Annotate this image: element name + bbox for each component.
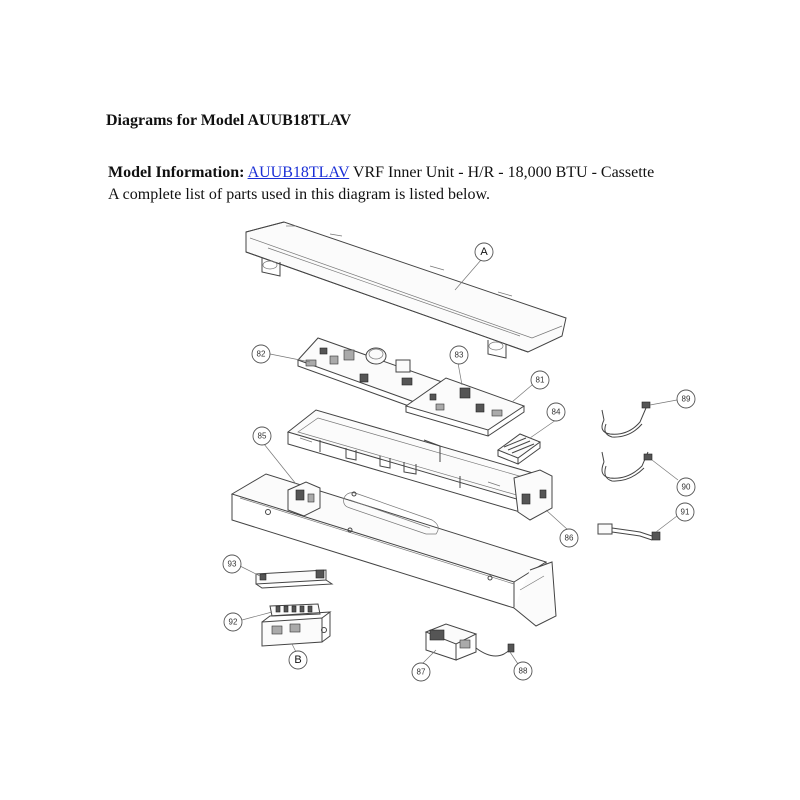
svg-text:A: A [480, 246, 488, 258]
callout-88: 88 [513, 661, 533, 681]
leader-88 [509, 651, 519, 665]
parts-list-note: A complete list of parts used in this di… [108, 186, 491, 203]
part-86-inner-frame [286, 409, 553, 521]
part-85-housing [230, 473, 557, 627]
callout-83: 83 [449, 345, 469, 365]
svg-text:93: 93 [228, 560, 237, 569]
leader-87 [421, 649, 437, 665]
part-b-box [261, 611, 332, 647]
svg-text:86: 86 [565, 534, 574, 543]
part-88-lead-wire [475, 643, 515, 657]
svg-text:82: 82 [257, 350, 266, 359]
callout-90: 90 [676, 477, 696, 497]
part-89-sensor [601, 401, 651, 438]
leader-93 [239, 565, 261, 577]
callout-92: 92 [223, 612, 243, 632]
leader-b [291, 643, 297, 653]
callout-b: B [288, 650, 308, 670]
callout-87: 87 [411, 662, 431, 682]
svg-text:83: 83 [455, 351, 464, 360]
part-a-cover [245, 221, 567, 359]
part-81-sub-pcb [404, 377, 526, 437]
leader-83 [457, 362, 463, 386]
callout-81: 81 [530, 370, 550, 390]
svg-text:84: 84 [552, 408, 561, 417]
part-87-connector [424, 623, 478, 661]
leader-81 [511, 384, 533, 403]
svg-text:92: 92 [229, 618, 238, 627]
leader-82 [269, 353, 311, 363]
part-93-plate [255, 569, 334, 589]
leader-91 [655, 515, 678, 533]
svg-text:87: 87 [417, 668, 426, 677]
page-title: Diagrams for Model AUUB18TLAV [106, 112, 352, 129]
callout-86: 86 [559, 528, 579, 548]
model-link[interactable]: AUUB18TLAV [247, 164, 350, 181]
svg-text:91: 91 [681, 508, 690, 517]
callout-89: 89 [676, 389, 696, 409]
model-info-line: Model Information: AUUB18TLAV VRF Inner … [108, 162, 654, 184]
part-84-terminal-block [496, 433, 542, 465]
svg-text:81: 81 [536, 376, 545, 385]
svg-text:B: B [294, 654, 301, 666]
callout-91: 91 [675, 502, 695, 522]
leader-89 [649, 399, 678, 406]
callout-82: 82 [251, 344, 271, 364]
callout-85: 85 [252, 426, 272, 446]
callout-93: 93 [222, 554, 242, 574]
leader-85 [263, 443, 297, 485]
svg-text:88: 88 [519, 667, 528, 676]
svg-text:89: 89 [682, 395, 691, 404]
leader-a [454, 259, 482, 291]
svg-text:85: 85 [258, 432, 267, 441]
part-90-sensor [601, 451, 653, 482]
model-information: Model Information: AUUB18TLAV VRF Inner … [108, 162, 654, 206]
part-91-wire-harness [597, 523, 661, 541]
leader-86 [545, 509, 569, 531]
svg-text:90: 90 [682, 483, 691, 492]
leader-84 [529, 419, 557, 439]
callout-84: 84 [546, 402, 566, 422]
model-description: VRF Inner Unit - H/R - 18,000 BTU - Cass… [349, 164, 655, 181]
callout-a: A [474, 242, 494, 262]
leader-92 [241, 611, 273, 621]
model-info-label: Model Information: [108, 164, 245, 181]
leader-90 [651, 459, 679, 481]
